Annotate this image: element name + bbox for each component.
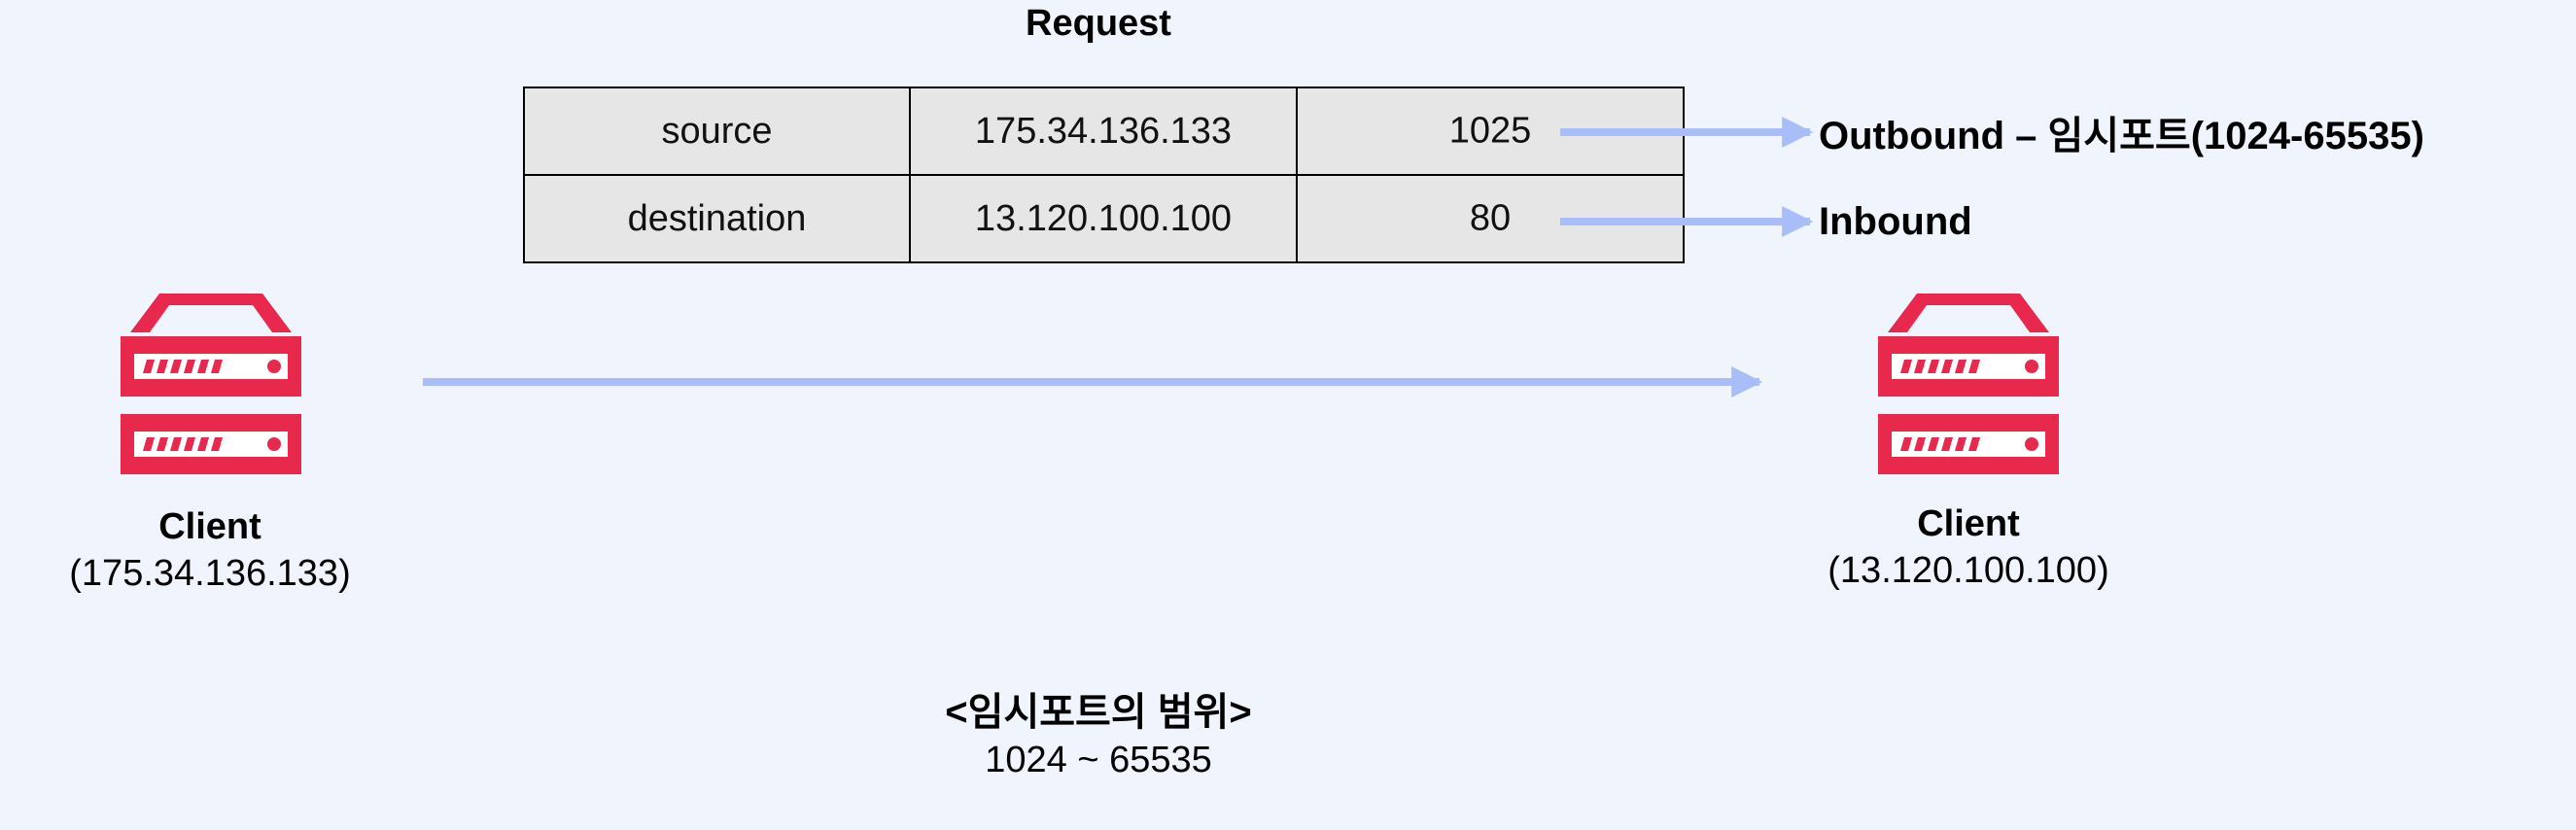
server-icon (1878, 294, 2059, 474)
outbound-label: Outbound – 임시포트(1024-65535) (1819, 115, 2424, 157)
ip-cell: 13.120.100.100 (909, 174, 1298, 263)
field-cell: source (523, 86, 911, 176)
destination-client-label: Client (13.120.100.100) (1774, 501, 2163, 594)
ephemeral-range-value: 1024 ~ 65535 (985, 740, 1212, 780)
source-client-label: Client (175.34.136.133) (16, 503, 404, 597)
ephemeral-range: <임시포트의 범위> 1024 ~ 65535 (807, 688, 1390, 783)
client-ip: (175.34.136.133) (69, 553, 351, 594)
client-ip: (13.120.100.100) (1828, 550, 2109, 591)
client-name: Client (1917, 503, 2020, 544)
field-cell: destination (523, 174, 911, 263)
server-icon (121, 294, 301, 474)
table-row: destination 13.120.100.100 80 (523, 174, 1685, 263)
port-value: 1025 (1448, 110, 1532, 152)
request-title: Request (1026, 3, 1171, 44)
port-value: 80 (1469, 197, 1512, 239)
ip-cell: 175.34.136.133 (909, 86, 1298, 176)
ephemeral-range-title: <임시포트의 범위> (945, 691, 1252, 734)
client-name: Client (158, 506, 261, 547)
inbound-label: Inbound (1819, 200, 1972, 243)
